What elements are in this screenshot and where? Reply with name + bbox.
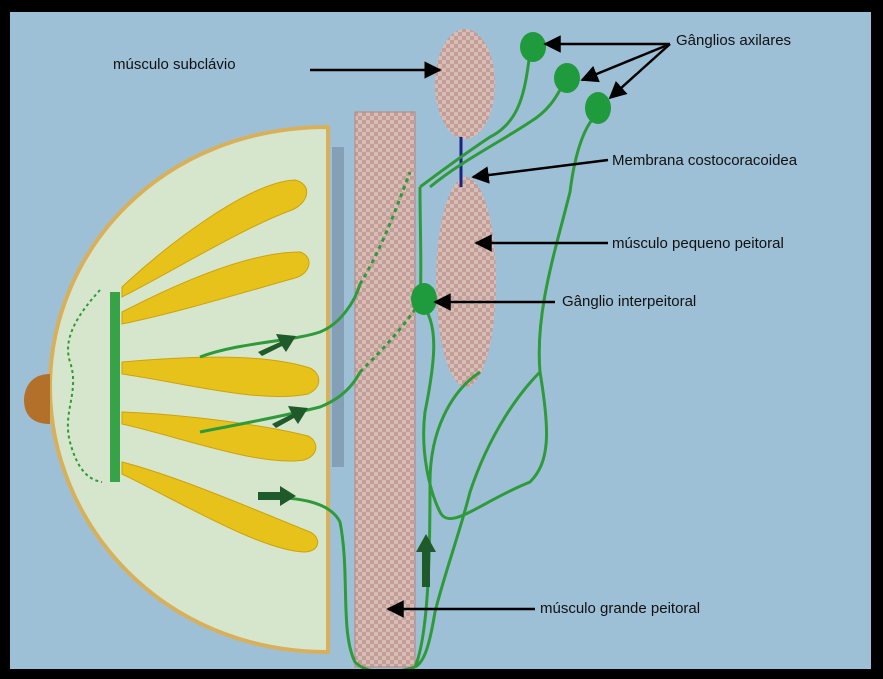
label-membrana-costocoracoidea: Membrana costocoracoidea — [612, 152, 797, 170]
axillary-node — [585, 92, 611, 124]
axillary-node — [554, 63, 580, 93]
pointer-axilares-3 — [610, 44, 670, 98]
pointer-axilares-2 — [582, 44, 670, 80]
flow-arrow — [416, 534, 436, 587]
interpectoral-node — [411, 283, 437, 315]
label-ganglios-axilares: Gânglios axilares — [676, 32, 791, 50]
pointer-membrana — [473, 160, 608, 177]
nipple — [24, 374, 50, 424]
pectoralis-major-muscle — [355, 112, 415, 667]
label-subclavio: músculo subclávio — [113, 56, 236, 74]
breast-shadow — [332, 147, 344, 467]
diagram-panel: músculo subclávio Gânglios axilares Memb… — [10, 12, 871, 669]
label-ganglio-interpeitoral: Gânglio interpeitoral — [562, 293, 696, 311]
subclavius-muscle — [435, 29, 495, 139]
label-grande-peitoral: músculo grande peitoral — [540, 600, 700, 618]
axillary-node — [520, 32, 546, 62]
subareolar-lymph-plexus — [110, 292, 120, 482]
label-pequeno-peitoral: músculo pequeno peitoral — [612, 235, 784, 253]
pectoralis-minor-muscle — [436, 177, 496, 387]
breast-lymphatic-drainage-diagram — [10, 12, 871, 669]
